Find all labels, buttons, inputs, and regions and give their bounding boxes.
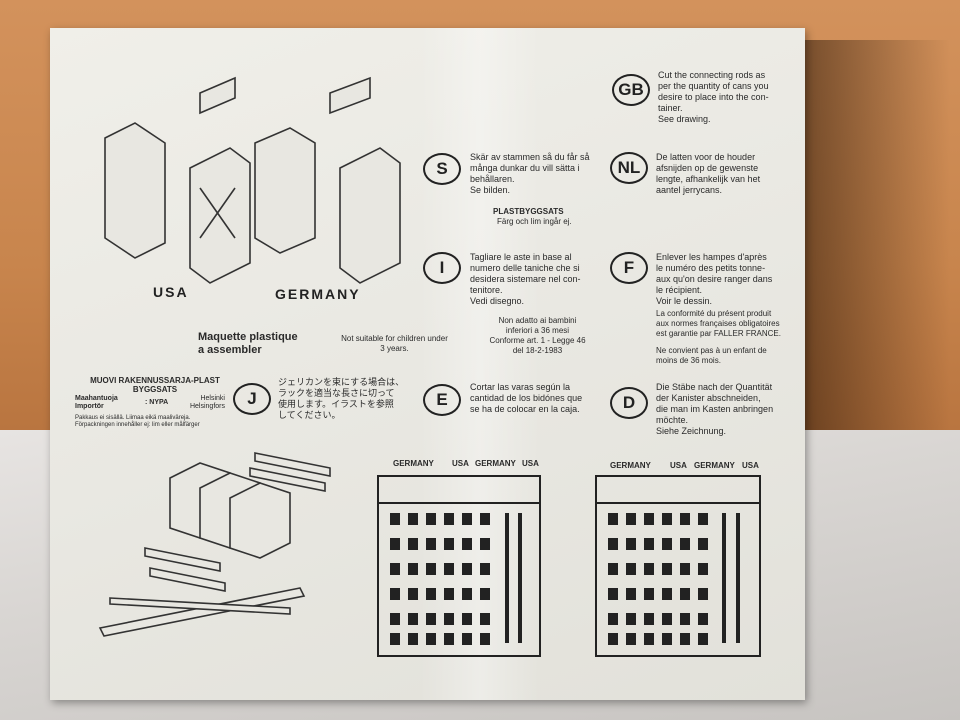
sprue-frame-left — [377, 475, 541, 657]
france-age-note: Ne convient pas à un enfant de moins de … — [656, 346, 767, 365]
sprue-label-germany-4: GERMANY — [694, 461, 735, 470]
lang-badge-gb: GB — [612, 74, 650, 106]
assembly-illustrations — [98, 76, 761, 657]
importer-name: : NYPA — [145, 399, 169, 406]
muovi-title: MUOVI RAKENNUSSARJA-PLAST BYGGSATS — [90, 376, 220, 394]
lang-badge-j: J — [233, 383, 271, 415]
text-j: ジェリカンを束にする場合は、 ラックを適当な長さに切って 使用します。イラストを… — [278, 377, 405, 420]
label-usa: USA — [153, 284, 189, 300]
lang-badge-f: F — [610, 252, 648, 284]
france-conformity: La conformité du présent produit aux nor… — [656, 309, 781, 338]
lang-badge-e: E — [423, 384, 461, 416]
plastbyggsats-note: Färg och lim ingår ej. — [497, 217, 572, 226]
sprue-parts-left — [390, 513, 522, 645]
sprue-label-usa-2: USA — [522, 459, 539, 468]
model-kit-box-back: USA GERMANY Maquette plastique a assembl… — [50, 28, 805, 700]
sprue-label-usa-1: USA — [452, 459, 469, 468]
importer-small-print: Pakkaus ei sisällä. Liimaa eikä maalivär… — [75, 415, 200, 428]
text-i: Tagliare le aste in base al numero delle… — [470, 252, 581, 306]
hobby-knife — [98, 587, 306, 637]
text-nl: De latten voor de houder afsnijden op de… — [656, 152, 761, 195]
rod — [254, 452, 331, 477]
sprue-parts-right — [608, 513, 740, 645]
label-germany: GERMANY — [275, 286, 361, 302]
sprue-label-usa-4: USA — [742, 461, 759, 470]
sprue-frame-right — [595, 475, 761, 657]
text-f: Enlever les hampes d'après le numéro des… — [656, 252, 773, 306]
importer-city: Helsinki Helsingfors — [189, 395, 225, 410]
plastbyggsats-title: PLASTBYGGSATS — [493, 207, 564, 216]
italy-age-note: Non adatto ai bambini inferiori a 36 mes… — [489, 316, 586, 355]
lang-badge-s: S — [423, 153, 461, 185]
lang-badge-i: I — [423, 252, 461, 284]
text-gb: Cut the connecting rods as per the quant… — [658, 70, 769, 124]
box-shadow — [800, 40, 950, 460]
age-warning-en: Not suitable for children under 3 years. — [341, 334, 448, 353]
text-d: Die Stäbe nach der Quantität der Kaniste… — [656, 382, 774, 436]
lang-badge-nl: NL — [610, 152, 648, 184]
sprue-label-germany-1: GERMANY — [393, 459, 434, 468]
sprue-label-germany-2: GERMANY — [475, 459, 516, 468]
maquette-title: Maquette plastique a assembler — [198, 331, 298, 356]
germany-can-right — [339, 147, 401, 284]
sprue-label-germany-3: GERMANY — [610, 461, 651, 470]
text-e: Cortar las varas según la cantidad de lo… — [470, 382, 583, 414]
lang-badge-d: D — [610, 387, 648, 419]
text-s: Skär av stammen så du får så många dunka… — [470, 152, 590, 195]
importer-label: Maahantuoja Importör — [75, 395, 118, 410]
sprue-label-usa-3: USA — [670, 461, 687, 470]
usa-can-left — [104, 122, 166, 259]
germany-can-left — [254, 127, 316, 254]
